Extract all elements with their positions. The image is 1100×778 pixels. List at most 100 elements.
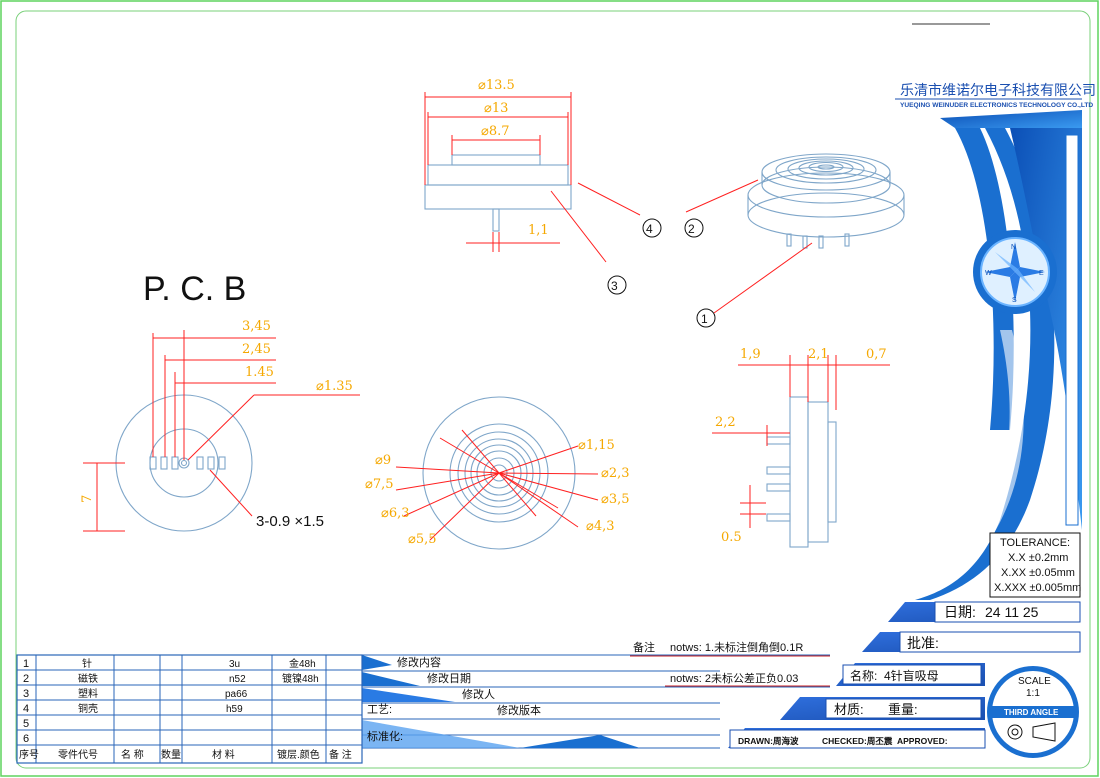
process-label: 工艺: — [367, 703, 392, 716]
dim-face-d63: ⌀6,3 — [381, 506, 410, 521]
projection-symbol-circle — [1007, 724, 1023, 740]
svg-text:2: 2 — [688, 222, 695, 236]
svg-text:4: 4 — [646, 222, 653, 236]
balloon-1: 1 — [696, 308, 716, 328]
top-side-view — [424, 92, 641, 263]
bom-cell-material: n52 — [229, 674, 246, 685]
weight-label: 重量: — [888, 702, 918, 717]
tolerance-title: TOLERANCE: — [1000, 537, 1070, 549]
balloon-2: 2 — [684, 218, 704, 238]
pcb-footprint-view — [83, 330, 360, 532]
bom-cell-no: 2 — [23, 673, 29, 685]
company-name-en: YUEQING WEINUDER ELECTRONICS TECHNOLOGY … — [900, 102, 1093, 109]
compass-logo: N S W E — [973, 230, 1057, 314]
bom-cell-material: pa66 — [225, 689, 248, 700]
dim-face-d115: ⌀1,15 — [578, 438, 615, 453]
dim-pcb-d135: ⌀1.35 — [316, 379, 353, 394]
note-1: notws: 1.未标注倒角倒0.1R — [670, 640, 803, 654]
bom-header-plating: 镀层.颜色 — [277, 748, 320, 761]
dim-top-d87: ⌀8.7 — [481, 124, 510, 139]
compass-w: W — [985, 270, 992, 277]
blue-swoosh-decoration — [915, 110, 1082, 600]
bom-row-3: 3 塑料 pa66 — [23, 687, 248, 700]
compass-n: N — [1011, 244, 1016, 251]
dim-face-d23: ⌀2,3 — [601, 466, 630, 481]
bom-header-name: 名 称 — [121, 748, 144, 761]
revision-version-label: 修改版本 — [497, 703, 541, 717]
tolerance-line-1: X.X ±0.2mm — [1008, 552, 1068, 564]
tolerance-line-3: X.XXX ±0.005mm — [994, 582, 1081, 594]
bom-cell-material: 3u — [229, 659, 240, 670]
dim-side-05: 0.5 — [721, 530, 742, 545]
drawn-by: DRAWN:周海波 — [738, 736, 799, 746]
tolerance-line-2: X.XX ±0.05mm — [1001, 567, 1075, 579]
bom-header-remark: 备 注 — [329, 748, 352, 761]
bom-cell-no: 5 — [23, 718, 29, 730]
dim-pcb-145: 1.45 — [245, 365, 274, 380]
dim-side-19: 1,9 — [740, 347, 761, 362]
bom-header-qty: 数量 — [161, 748, 181, 761]
dim-side-21: 2,1 — [808, 347, 829, 362]
bom-row-4: 4 铜壳 h59 — [23, 702, 243, 715]
part-name-value: 4针盲吸母 — [884, 668, 939, 683]
revision-block — [362, 654, 830, 749]
bom-cell-code: 针 — [82, 657, 92, 670]
title-block-right — [728, 601, 1081, 749]
dim-face-d35: ⌀3,5 — [601, 492, 630, 507]
bom-cell-plating: 金48h — [289, 657, 316, 670]
bom-header-material: 材 料 — [212, 748, 235, 761]
bom-cell-code: 铜壳 — [78, 702, 98, 715]
compass-s: S — [1012, 297, 1017, 304]
dim-top-d135: ⌀13.5 — [478, 78, 515, 93]
face-view — [395, 396, 599, 550]
bom-cell-code: 磁铁 — [78, 672, 98, 685]
dim-side-22: 2,2 — [715, 415, 736, 430]
approve-label: 批准: — [907, 635, 939, 651]
dim-face-d9: ⌀9 — [375, 453, 391, 468]
svg-text:1: 1 — [701, 312, 708, 326]
dim-pcb-holes: 3-0.9 ×1.5 — [256, 513, 324, 530]
bom-table — [16, 654, 363, 764]
checked-by: CHECKED:周丕震 — [822, 736, 893, 746]
isometric-view — [685, 153, 905, 314]
note-2: notws: 2未标公差正负0.03 — [670, 671, 798, 685]
bom-row-1: 1 针 3u 金48h — [23, 657, 316, 670]
dim-side-07: 0,7 — [866, 347, 887, 362]
revision-date-label: 修改日期 — [427, 671, 471, 685]
projection-symbol-cone — [1032, 722, 1056, 742]
bom-cell-code: 塑料 — [78, 687, 98, 700]
bom-row-5: 5 — [23, 718, 29, 730]
dim-pcb-245: 2,45 — [242, 342, 271, 357]
date-label: 日期: — [944, 604, 976, 620]
bom-header-row: 序号 零件代号 名 称 数量 材 料 镀层.颜色 备 注 — [19, 748, 352, 761]
dim-face-d55: ⌀5,5 — [408, 532, 437, 547]
bom-cell-no: 3 — [23, 688, 29, 700]
svg-text:3: 3 — [611, 279, 618, 293]
bom-cell-no: 6 — [23, 733, 29, 745]
compass-e: E — [1039, 270, 1044, 277]
bom-row-2: 2 磁铁 n52 镀镍48h — [23, 672, 319, 685]
bom-header-no: 序号 — [19, 748, 39, 761]
tolerance-box: TOLERANCE: X.X ±0.2mm X.XX ±0.05mm X.XXX… — [989, 532, 1081, 598]
company-name-cn: 乐清市维诺尔电子科技有限公司 — [900, 82, 1096, 98]
scale-label: SCALE — [1018, 676, 1051, 687]
bom-cell-no: 1 — [23, 658, 29, 670]
dim-face-d43: ⌀4,3 — [586, 519, 615, 534]
bom-cell-plating: 镀镍48h — [282, 672, 319, 685]
bom-row-6: 6 — [23, 733, 29, 745]
inner-frame — [15, 10, 1091, 769]
projection-label: THIRD ANGLE — [1004, 708, 1059, 717]
approved-by: APPROVED: — [897, 736, 948, 746]
material-label: 材质: — [834, 702, 864, 717]
pcb-title: P. C. B — [143, 270, 246, 308]
bom-cell-no: 4 — [23, 703, 29, 715]
dim-pcb-345: 3,45 — [242, 319, 271, 334]
balloon-3: 3 — [607, 275, 627, 295]
scale-value: 1:1 — [1026, 688, 1040, 699]
dim-pcb-7: 7 — [80, 495, 95, 503]
date-value: 24 11 25 — [985, 604, 1039, 620]
dim-top-11: 1,1 — [528, 223, 549, 238]
dim-face-d75: ⌀7,5 — [365, 477, 394, 492]
bom-header-code: 零件代号 — [58, 749, 98, 761]
